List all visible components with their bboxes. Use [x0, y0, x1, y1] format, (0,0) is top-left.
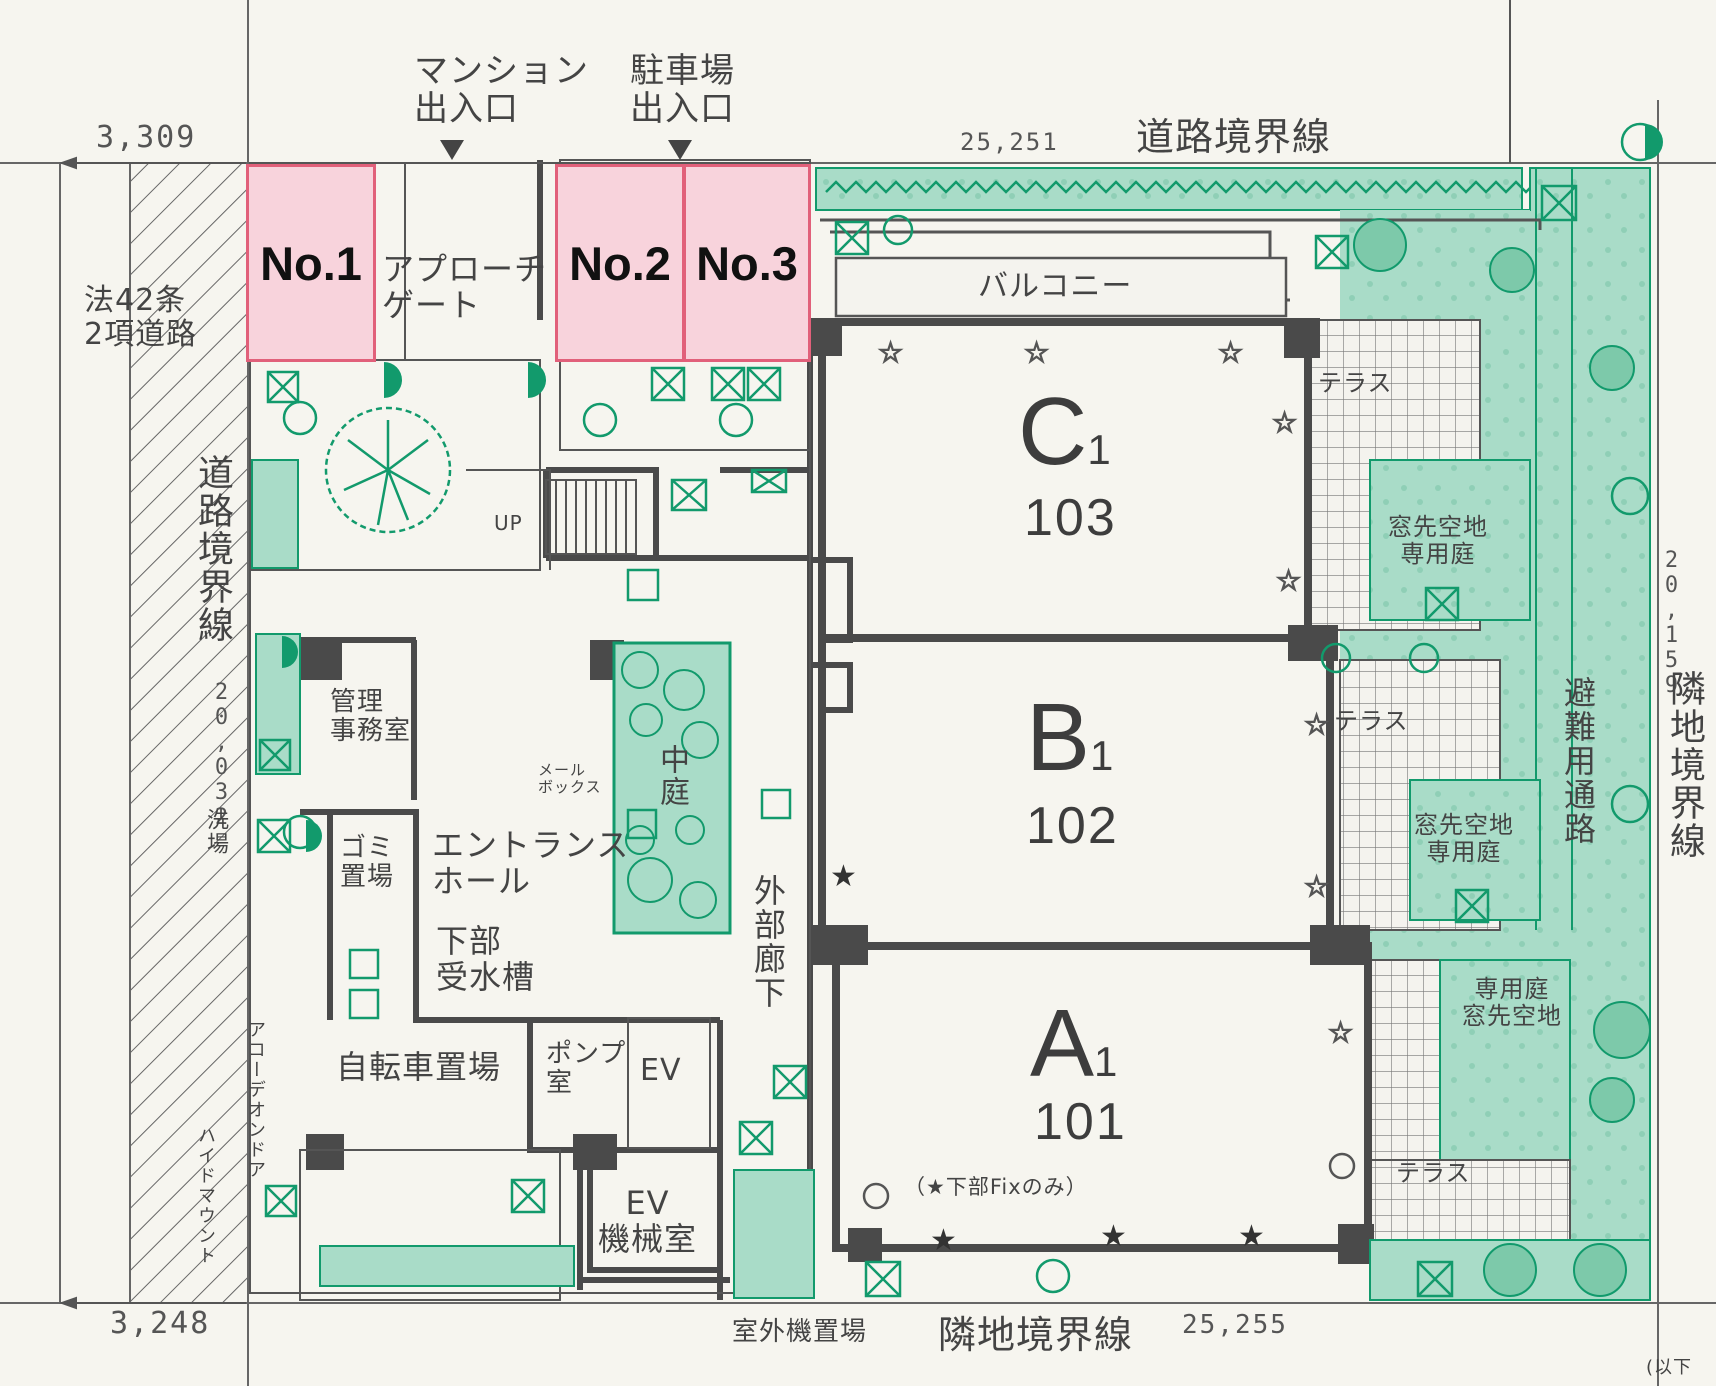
label-terrace-bottom: テラス: [1396, 1159, 1471, 1187]
fixture-symbols: [256, 184, 1578, 1298]
svg-text:★: ★: [1238, 1219, 1265, 1254]
svg-text:☆: ☆: [1304, 708, 1329, 741]
label-lower-tank: 下部 受水槽: [436, 922, 536, 996]
dimension-lines: [59, 0, 1511, 1310]
label-parking-entrance: 駐車場 出入口: [630, 51, 735, 130]
svg-text:☆: ☆: [1272, 406, 1297, 439]
label-mail-box: メール ボックス: [538, 761, 602, 796]
svg-text:★: ★: [930, 1223, 957, 1258]
svg-text:☆: ☆: [1328, 1016, 1353, 1049]
label-garbage: ゴミ 置場: [340, 833, 395, 893]
svg-text:★: ★: [1100, 1219, 1127, 1254]
parking-space-3[interactable]: No.3: [683, 164, 811, 362]
label-neighbor-boundary-right: 隣地境界線: [1664, 670, 1705, 860]
label-road-boundary-top: 道路境界線: [1136, 115, 1332, 159]
label-ev-machine: EV 機械室: [598, 1184, 698, 1258]
svg-text:☆: ☆: [1024, 336, 1049, 369]
parking-space-1[interactable]: No.1: [246, 164, 376, 362]
label-balcony: バルコニー: [978, 269, 1133, 304]
courtyard-area: [612, 641, 732, 935]
label-wall-mount: ハイドマウント: [195, 1126, 216, 1266]
svg-text:★: ★: [830, 859, 857, 894]
label-up: UP: [494, 511, 523, 535]
svg-text:☆: ☆: [1304, 870, 1329, 903]
label-ev: EV: [640, 1053, 682, 1088]
setback-road-hatch: [129, 162, 249, 1304]
dim-left-height: 20,032: [209, 680, 234, 830]
unit-c1-number: 103: [1024, 489, 1117, 547]
label-fix-note: （★下部Fixのみ）: [904, 1175, 1088, 1199]
label-entrance-hall: エントランス ホール: [432, 826, 630, 900]
label-evacuation-path: 避難用通路: [1559, 676, 1597, 846]
label-private-garden-3: 専用庭 窓先空地: [1462, 975, 1562, 1030]
label-bicycle: 自転車置場: [336, 1048, 502, 1086]
dim-bottom-width: 25,255: [1182, 1310, 1288, 1340]
unit-c1-label: C1: [1018, 378, 1111, 485]
label-wash-place: 洗場: [203, 808, 228, 856]
dim-right-height: 20,159: [1659, 548, 1684, 698]
label-accordion-door: アコーデオンドア: [245, 1020, 266, 1180]
label-courtyard: 中庭: [654, 744, 689, 808]
label-outdoor-unit: 室外機置場: [732, 1317, 868, 1347]
svg-text:☆: ☆: [878, 336, 903, 369]
unit-b1-number: 102: [1026, 797, 1119, 855]
label-outer-corridor: 外部廊下: [749, 874, 787, 1010]
dim-bottom-left: 3,248: [110, 1306, 211, 1341]
label-terrace-top: テラス: [1318, 369, 1393, 397]
unit-walls: [818, 318, 1372, 1252]
label-private-garden-2: 窓先空地 専用庭: [1414, 811, 1514, 866]
stairs: [545, 479, 637, 555]
unit-a1-number: 101: [1034, 1093, 1127, 1151]
label-pump-room: ポンプ 室: [546, 1039, 627, 1099]
label-article42-road: 法42条 2項道路: [84, 283, 198, 352]
label-neighbor-boundary-bottom: 隣地境界線: [938, 1313, 1134, 1357]
svg-text:☆: ☆: [1218, 336, 1243, 369]
unit-b1-label: B1: [1026, 684, 1114, 791]
label-mansion-entrance: マンション 出入口: [414, 51, 589, 130]
svg-text:☆: ☆: [1276, 564, 1301, 597]
unit-a1-label: A1: [1030, 990, 1118, 1097]
label-terrace-mid: テラス: [1334, 707, 1409, 735]
tree-symbol: [324, 406, 452, 534]
label-management-office: 管理 事務室: [330, 687, 412, 747]
dim-top-left: 3,309: [96, 120, 197, 155]
parking-space-2[interactable]: No.2: [555, 164, 685, 362]
label-bottom-right-note: (以下: [1646, 1357, 1693, 1378]
label-road-boundary-left: 道路境界線: [192, 454, 233, 644]
label-private-garden-1: 窓先空地 専用庭: [1388, 513, 1488, 568]
label-approach-gate: アプローチ ゲート: [382, 250, 548, 324]
dim-top-width: 25,251: [960, 128, 1059, 156]
